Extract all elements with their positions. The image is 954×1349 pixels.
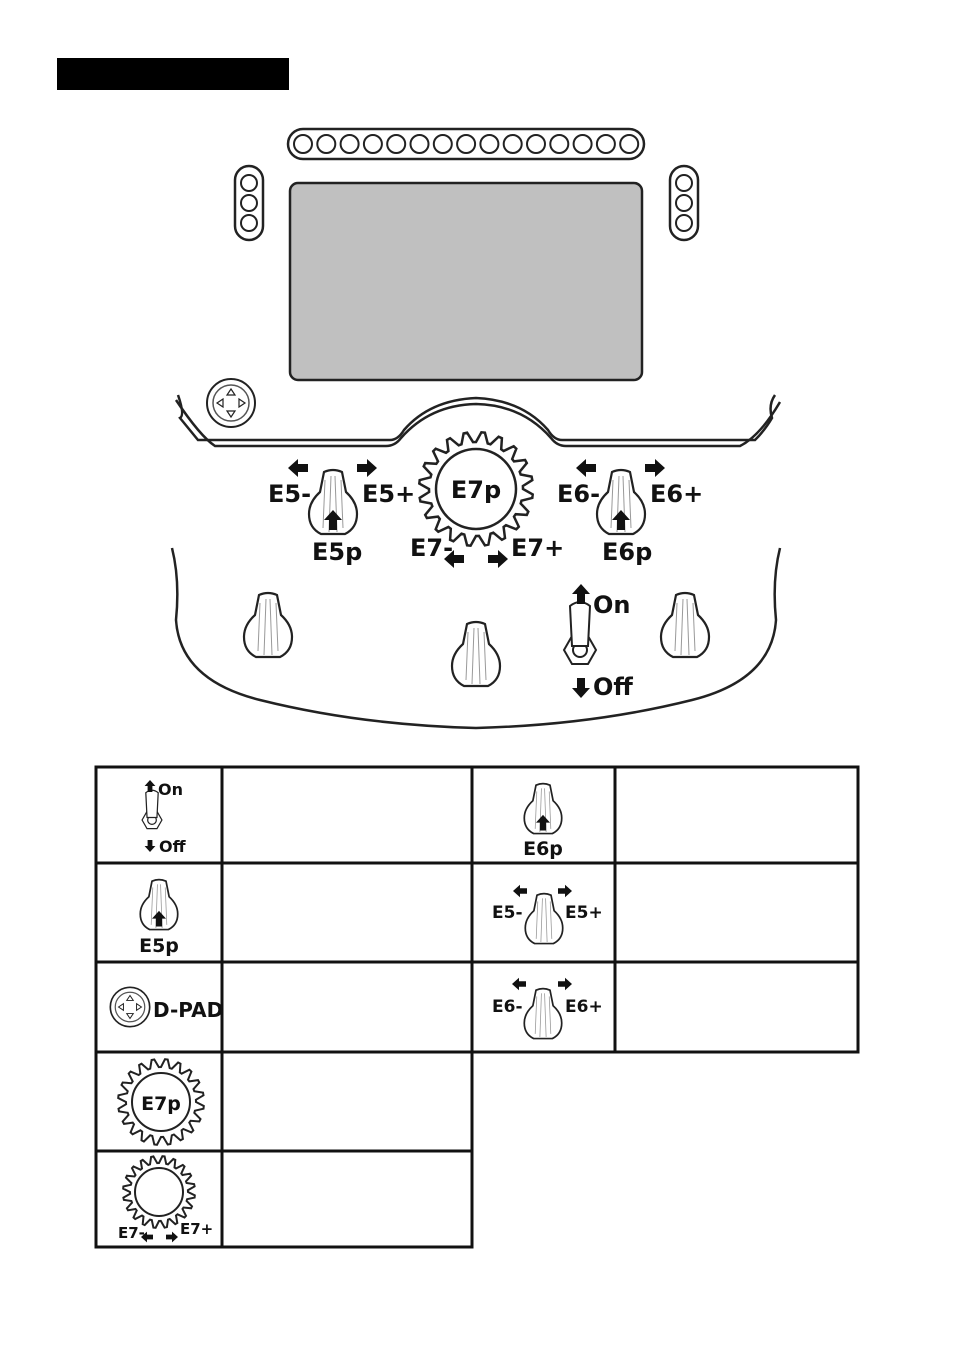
rev-led	[432, 134, 453, 154]
lower-knob-center[interactable]	[450, 620, 502, 688]
arrow-right-icon	[488, 550, 508, 568]
table-e7p-label: E7p	[141, 1093, 181, 1115]
table-e7-minus: E7-	[118, 1224, 145, 1242]
table-e5p-label: E5p	[139, 935, 179, 957]
label-toggle-off: Off	[593, 673, 633, 701]
rev-led	[339, 134, 360, 154]
wheel-body-outline	[170, 394, 782, 730]
display-screen	[288, 181, 644, 382]
rev-led	[456, 134, 477, 154]
table-row-2-left-icon	[139, 878, 179, 931]
rotary-e7[interactable]	[417, 430, 535, 548]
rev-led	[479, 134, 500, 154]
table-e6-minus: E6-	[492, 997, 523, 1017]
left-led-pod	[233, 164, 265, 242]
rev-led	[549, 134, 570, 154]
dpad-icon[interactable]	[206, 378, 256, 428]
table-e6p-label: E6p	[523, 838, 563, 860]
table-e5-plus: E5+	[565, 903, 603, 923]
table-toggle-on: On	[158, 780, 183, 799]
label-e7-push: E7p	[451, 476, 501, 504]
table-dpad-icon	[109, 986, 151, 1028]
table-row-1-right-icon	[523, 782, 563, 835]
rev-led	[595, 134, 616, 154]
rev-led	[409, 134, 430, 154]
rev-led	[619, 134, 640, 154]
label-e5-plus: E5+	[362, 480, 415, 508]
rev-led	[526, 134, 546, 154]
label-e7-plus: E7+	[511, 534, 564, 562]
rev-led	[502, 134, 523, 154]
label-e6-minus: E6-	[557, 480, 600, 508]
rev-led	[572, 134, 593, 154]
rev-led	[362, 134, 383, 154]
label-e5-minus: E5-	[268, 480, 311, 508]
table-row-5-icon	[122, 1155, 196, 1243]
rev-led	[386, 134, 407, 154]
rev-led	[293, 134, 313, 154]
table-e7-plus: E7+	[180, 1220, 213, 1238]
controls-table	[94, 765, 860, 1249]
table-e6-plus: E6+	[565, 997, 603, 1017]
right-led-pod	[668, 164, 700, 242]
label-e7-minus: E7-	[410, 534, 453, 562]
table-row-4-icon	[117, 1058, 205, 1146]
table-dpad-label: D-PAD	[153, 998, 223, 1022]
table-toggle-off: Off	[159, 837, 187, 856]
label-e6-push: E6p	[602, 538, 652, 566]
label-toggle-on: On	[593, 591, 631, 619]
lower-knob-left[interactable]	[242, 591, 294, 659]
rev-led-strip	[286, 127, 646, 161]
rev-led	[316, 134, 337, 154]
label-e5-push: E5p	[312, 538, 362, 566]
toggle-switch[interactable]	[563, 584, 597, 698]
section-title-bar	[57, 58, 289, 90]
label-e6-plus: E6+	[650, 480, 703, 508]
lower-knob-right[interactable]	[659, 591, 711, 659]
table-e5-minus: E5-	[492, 903, 523, 923]
